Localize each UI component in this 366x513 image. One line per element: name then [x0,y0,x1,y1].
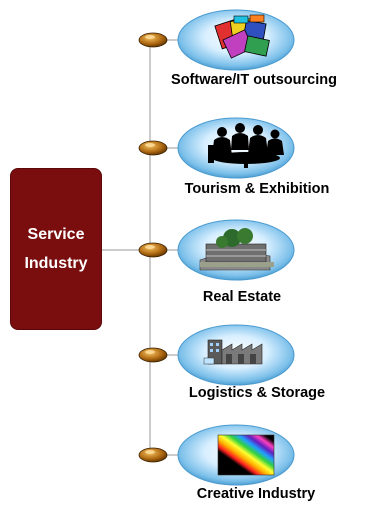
rainbow-stripes-icon [217,434,275,476]
branch-node-dot [138,32,168,48]
branch-node-dot [138,242,168,258]
branch-node-dot [138,447,168,463]
branch-label-logistics: Logistics & Storage [188,385,326,401]
branch-label-tourism: Tourism & Exhibition [184,181,330,197]
meeting-icon [208,123,284,168]
branch-node-dot [138,140,168,156]
main-node-line-1: Service [27,226,85,243]
branch-label-creative: Creative Industry [196,486,316,502]
building-icon [199,228,274,271]
branch-label-software: Software/IT outsourcing [171,72,337,88]
warehouse-icon [203,339,263,365]
main-node-line-2: Industry [24,255,88,272]
branch-label-real-estate: Real Estate [202,289,282,305]
branch-node-dot [138,347,168,363]
software-icon [214,14,270,59]
service-industry-main-node: Service Industry [10,168,102,330]
